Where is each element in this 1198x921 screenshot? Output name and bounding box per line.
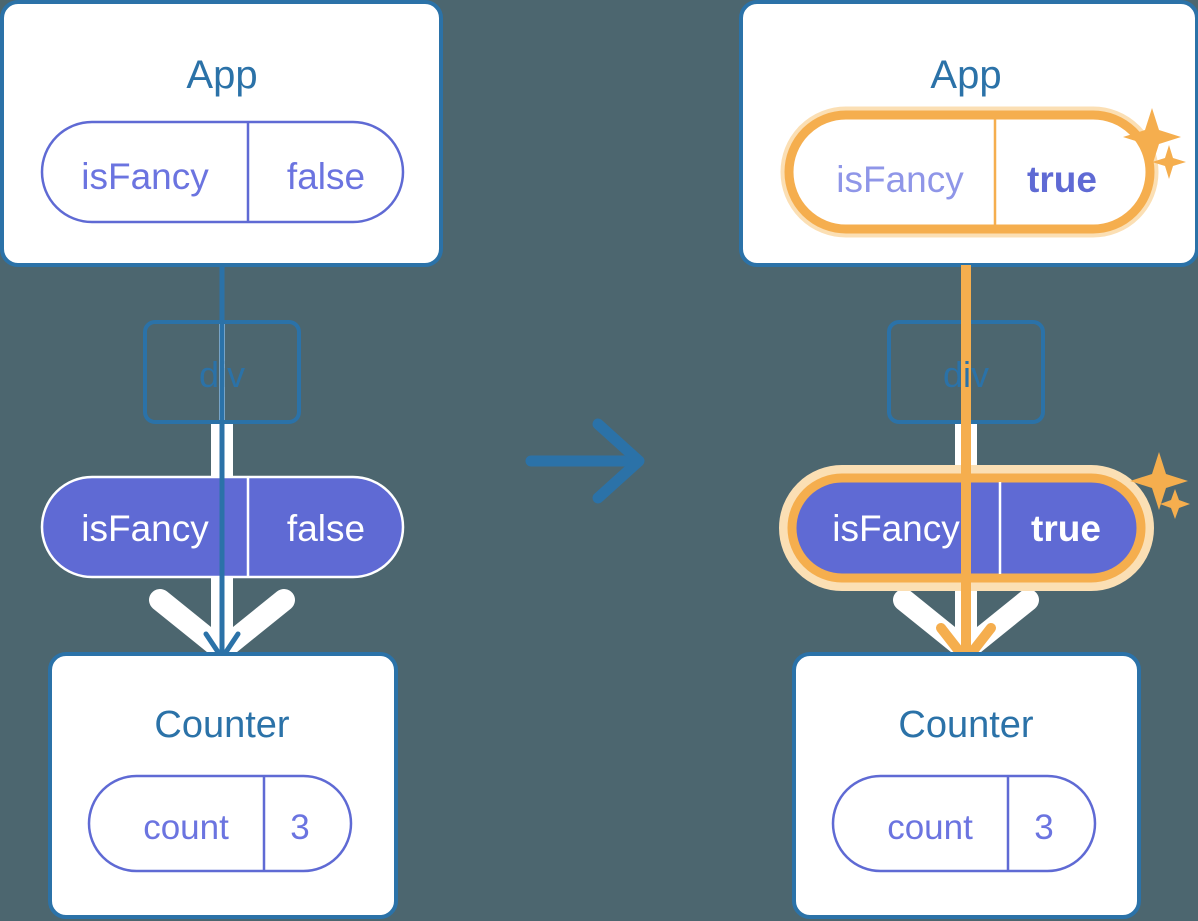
diagram-after xyxy=(739,0,1198,919)
sparkle-large-icon xyxy=(1123,108,1181,166)
counter-state-pill xyxy=(87,774,353,873)
app-state-pill xyxy=(780,106,1159,238)
orange-state-arrow xyxy=(936,265,996,665)
diagram-before xyxy=(0,0,443,919)
counter-state-pill xyxy=(831,774,1097,873)
sparkle-small-icon xyxy=(1152,145,1186,179)
sparkle-large-icon xyxy=(1130,452,1188,510)
app-state-pill xyxy=(40,120,405,224)
sparkle-group-prop xyxy=(1130,452,1190,519)
transition-arrow xyxy=(525,418,645,504)
sparkle-small-icon xyxy=(1160,489,1190,519)
sparkle-group-app xyxy=(1123,108,1186,179)
